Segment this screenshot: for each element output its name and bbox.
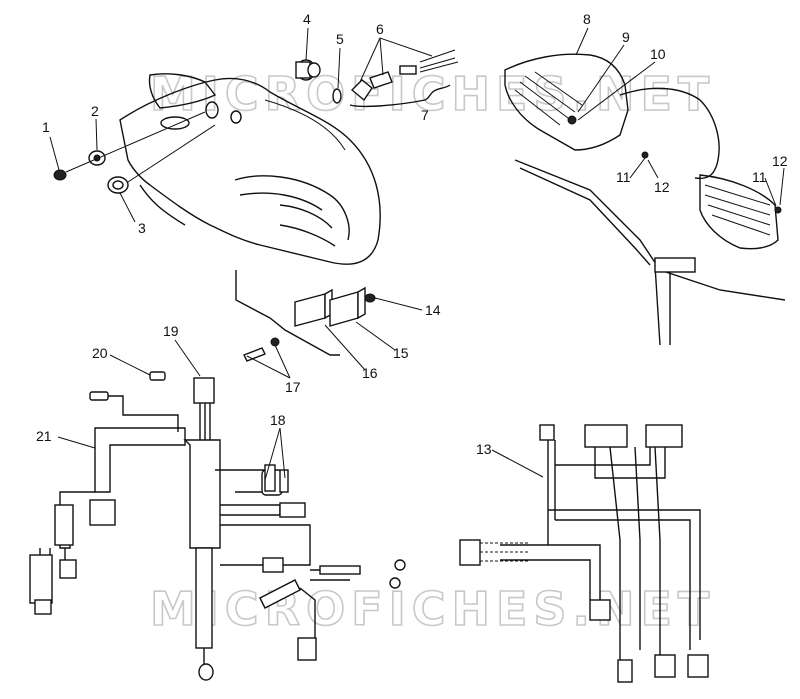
callout-17: 17 (285, 379, 301, 395)
callout-20: 20 (92, 345, 108, 361)
callout-leaders (49, 27, 785, 481)
callout-12b: 12 (772, 153, 788, 169)
callout-2: 2 (91, 103, 99, 119)
hardware-4-5-6-7 (295, 49, 459, 108)
callout-16: 16 (362, 365, 378, 381)
callout-9: 9 (622, 29, 630, 45)
callout-21: 21 (36, 428, 52, 444)
wiring-harness-right (459, 424, 709, 683)
callout-6: 6 (376, 21, 384, 37)
callout-7: 7 (421, 107, 429, 123)
callout-14: 14 (425, 302, 441, 318)
callout-11b: 11 (752, 169, 767, 185)
callout-4: 4 (303, 11, 311, 27)
callout-labels: 1 2 3 4 5 6 7 8 9 10 11 12 11 12 13 14 1… (36, 11, 788, 457)
callout-13: 13 (476, 441, 492, 457)
callout-3: 3 (138, 220, 146, 236)
bracket-assembly (235, 270, 376, 362)
callout-15: 15 (393, 345, 409, 361)
callout-19: 19 (163, 323, 179, 339)
callout-10: 10 (650, 46, 666, 62)
hardware-1-2-3 (53, 111, 216, 194)
callout-1: 1 (42, 119, 50, 135)
wiring-harness-left (29, 371, 406, 681)
callout-18: 18 (270, 412, 286, 428)
right-fender-assembly (504, 53, 786, 346)
callout-5: 5 (336, 31, 344, 47)
watermark-bottom: MICROFICHES.NET (150, 582, 715, 636)
callout-8: 8 (583, 11, 591, 27)
callout-11a: 11 (616, 169, 631, 185)
callout-12a: 12 (654, 179, 670, 195)
watermark-top: MICROFICHES.NET (150, 67, 715, 121)
front-panel-assembly (119, 73, 381, 265)
